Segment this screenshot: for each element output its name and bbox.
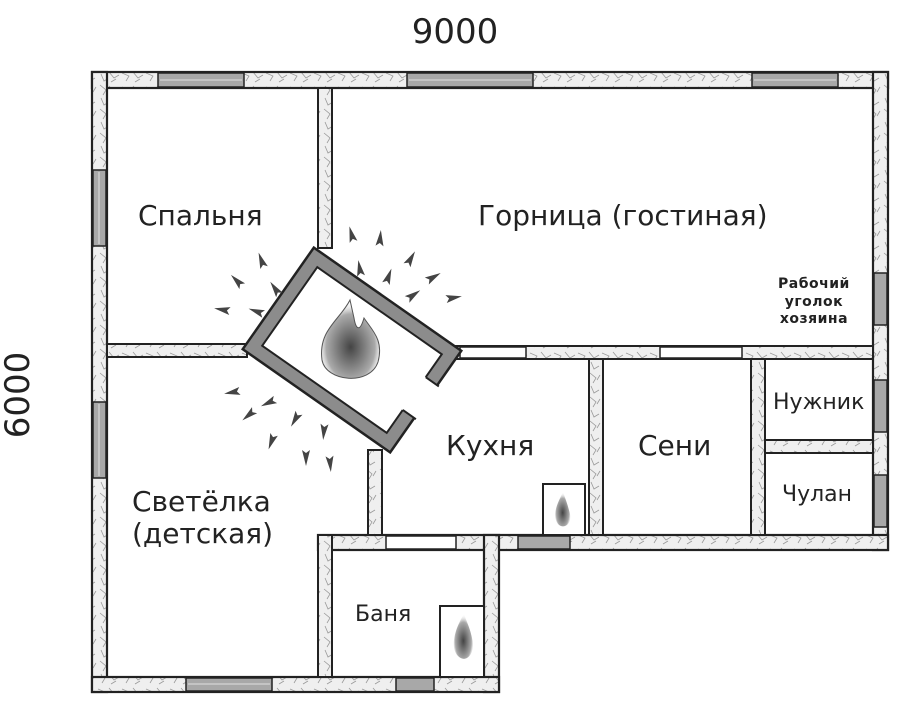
room-living: Горница (гостиная) <box>478 199 768 232</box>
outer-walls <box>90 70 890 694</box>
kitchen-stove <box>542 483 586 536</box>
room-entry-hall: Сени <box>638 429 712 462</box>
room-kids: Светёлка (детская) <box>132 485 274 551</box>
room-bathhouse: Баня <box>355 602 412 627</box>
room-kitchen: Кухня <box>446 429 535 462</box>
room-bedroom: Спальня <box>138 199 263 232</box>
stove-fire-icon <box>321 298 380 379</box>
windows <box>92 72 888 692</box>
height-dimension: 6000 <box>0 351 38 439</box>
width-dimension: 9000 <box>411 12 499 52</box>
room-pantry: Чулан <box>782 482 853 507</box>
heat-arrows <box>214 226 462 472</box>
room-toilet: Нужник <box>773 390 865 415</box>
room-work-corner: Рабочий уголок хозяина <box>778 276 850 327</box>
bathhouse-stove <box>439 605 485 678</box>
